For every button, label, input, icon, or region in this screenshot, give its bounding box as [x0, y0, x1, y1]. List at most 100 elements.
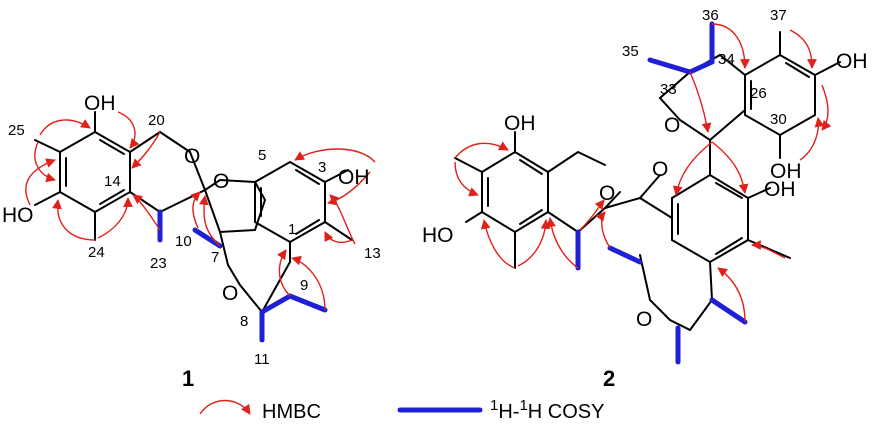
- c2-left-substituents: [454, 131, 516, 269]
- c1-oh-right: OH: [338, 166, 370, 189]
- c1-num-1: 1: [288, 221, 296, 238]
- hmbc-arrow: [595, 211, 611, 249]
- c2-cosy-10-7: [607, 245, 643, 265]
- c2-num-36: 36: [702, 7, 719, 24]
- hmbc-arrow: [97, 197, 133, 239]
- hmbc-arrow: [131, 131, 161, 169]
- hmbc-arrow: [454, 161, 479, 197]
- hmbc-arrow: [517, 219, 551, 267]
- c1-five-ring: [129, 130, 207, 214]
- compound-1-hmbc-arrows: [25, 111, 376, 311]
- c2-central-ring-double-bonds: [677, 182, 743, 255]
- legend-cosy-label: 1H-1H COSY: [490, 397, 604, 423]
- c2-left-ring-double-bonds: [487, 159, 543, 225]
- compound-2-structure: [454, 21, 841, 365]
- hmbc-arrow: [799, 117, 825, 161]
- hmbc-arrow: [711, 23, 750, 69]
- c2-o-c: O: [636, 308, 652, 331]
- c1-oh-top: OH: [84, 92, 116, 115]
- c1-num-3: 3: [318, 159, 326, 176]
- c1-num-20: 20: [148, 112, 165, 129]
- c1-num-25: 25: [8, 122, 25, 139]
- c1-lower-pyran: [219, 231, 291, 313]
- c1-right-substituents: [324, 169, 353, 241]
- c1-num-14: 14: [104, 173, 121, 190]
- c2-num-37: 37: [770, 7, 787, 24]
- c1-num-9: 9: [300, 277, 308, 294]
- hmbc-arrow: [329, 194, 356, 245]
- c1-num-8: 8: [240, 313, 248, 330]
- c2-left-ring: [481, 150, 549, 234]
- hmbc-arrow: [324, 231, 353, 244]
- c1-num-24: 24: [88, 244, 105, 261]
- hmbc-arrow: [711, 141, 749, 194]
- hmbc-arrow: [789, 29, 817, 69]
- c2-spiro-bonds: [604, 174, 673, 219]
- compound-1-label: 1: [182, 366, 194, 391]
- c2-num-34: 34: [718, 51, 735, 68]
- c2-num-26: 26: [750, 85, 767, 102]
- c1-o-pyran: O: [213, 170, 229, 193]
- c2-upper-substituents: [779, 31, 841, 159]
- c1-left-ring-double-bonds: [65, 139, 125, 205]
- c1-num-5: 5: [258, 147, 266, 164]
- legend-cosy-sup2: 1: [519, 397, 527, 414]
- hmbc-arrow: [199, 195, 221, 247]
- compound-2-label: 2: [603, 366, 615, 391]
- legend: HMBC 1H-1H COSY: [199, 397, 604, 423]
- hmbc-arrow: [546, 217, 579, 269]
- c2-oxane-ring: [547, 150, 621, 234]
- c1-right-ring-double-bonds: [260, 169, 320, 235]
- hmbc-arrow: [480, 219, 516, 269]
- c1-o-ring: O: [184, 145, 200, 168]
- hmbc-arrow: [52, 199, 96, 241]
- c2-num-35: 35: [622, 43, 639, 60]
- c2-ho-a: HO: [422, 224, 454, 247]
- hmbc-arrow: [34, 141, 56, 183]
- legend-cosy-h1: H-: [498, 401, 519, 423]
- c2-num-33: 33: [660, 81, 677, 98]
- compound-2-hmbc-arrows: [454, 23, 832, 323]
- c2-o-b: O: [652, 158, 668, 181]
- c2-oh-a: OH: [504, 112, 536, 135]
- c2-oh-c: OH: [836, 50, 868, 73]
- c2-o-d: O: [664, 114, 680, 137]
- legend-hmbc-label: HMBC: [262, 401, 321, 423]
- hmbc-arrow: [190, 191, 201, 229]
- c1-num-10: 10: [175, 233, 192, 250]
- c2-num-30: 30: [770, 111, 787, 128]
- hmbc-arrow: [689, 71, 712, 133]
- hmbc-arrow: [25, 158, 56, 206]
- c1-ho-left: HO: [2, 204, 34, 227]
- compound-1-structure: [34, 111, 353, 343]
- c1-cosy-8-9: [259, 293, 328, 315]
- legend-cosy-h2: H COSY: [528, 401, 605, 423]
- c1-cosy-10-7: [192, 227, 223, 249]
- hmbc-arrow: [294, 148, 376, 163]
- c2-o-a: O: [599, 182, 615, 205]
- c1-num-7: 7: [211, 249, 219, 266]
- hmbc-arrow: [117, 111, 140, 149]
- c1-num-13: 13: [364, 245, 381, 262]
- hmbc-arrow: [672, 141, 713, 196]
- compound-1-labels: OH OH HO O O O 25 20 5 3 14 1 13 24 23 1…: [2, 92, 381, 391]
- hmbc-arrow: [277, 249, 291, 297]
- legend-hmbc-arrow-icon: [199, 399, 251, 415]
- hmbc-arrow: [291, 255, 326, 311]
- c2-oh-b: OH: [764, 178, 796, 201]
- c2-cosy-9: [709, 297, 748, 325]
- c2-central-ring: [671, 173, 749, 264]
- c2-cosy-33-34: [687, 59, 715, 75]
- c1-num-23: 23: [150, 255, 167, 272]
- c1-left-ring: [59, 130, 131, 214]
- hmbc-arrow: [717, 267, 746, 323]
- compound-2-labels: OH HO O O OH O O OH OH 36 37 35 34 26 33…: [422, 7, 868, 391]
- legend-cosy-sup1: 1: [490, 397, 498, 414]
- hmbc-arrow: [454, 141, 509, 159]
- hmbc-arrow: [821, 84, 832, 131]
- c1-num-11: 11: [254, 351, 270, 368]
- hmbc-arrow: [751, 240, 786, 259]
- c2-oh-d: OH: [770, 160, 802, 183]
- c1-left-substituents: [34, 111, 96, 241]
